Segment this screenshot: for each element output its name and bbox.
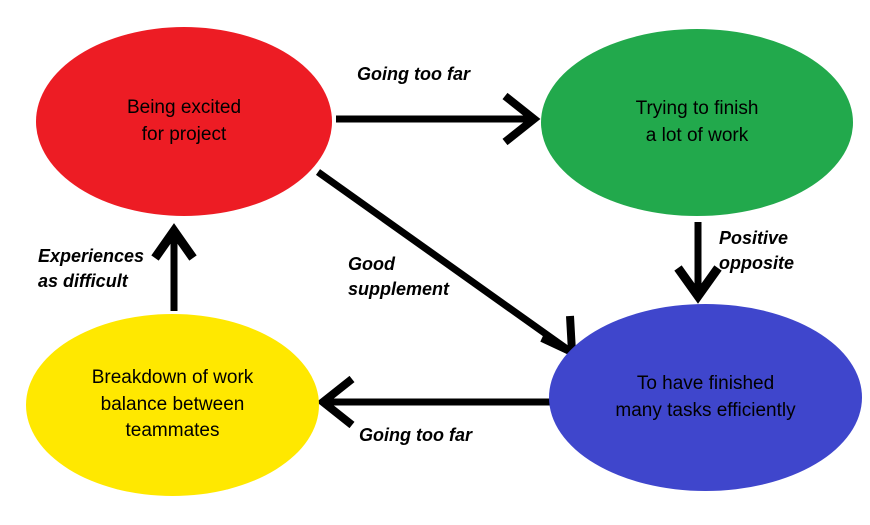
node-label: To have finished many tasks efficiently: [615, 372, 796, 421]
arrow-finished-to-breakdown: [316, 375, 553, 429]
edge-label-excited-to-trying: Going too far: [357, 64, 470, 84]
edge-label-trying-to-finished: Positive opposite: [719, 228, 794, 273]
arrow-excited-to-trying: [336, 92, 541, 146]
node-to-have-finished-many-tasks[interactable]: To have finished many tasks efficiently: [549, 304, 862, 491]
node-being-excited-for-project[interactable]: Being excited for project: [36, 27, 332, 216]
node-label: Being excited for project: [126, 96, 242, 145]
node-breakdown-of-work-balance[interactable]: Breakdown of work balance between teamma…: [26, 314, 319, 496]
arrow-trying-to-finished: [674, 222, 722, 304]
edge-label-finished-to-breakdown: Going too far: [359, 425, 472, 445]
node-trying-to-finish-a-lot-of-work[interactable]: Trying to finish a lot of work: [541, 29, 853, 216]
node-label: Breakdown of work balance between teamma…: [91, 366, 254, 442]
node-label: Trying to finish a lot of work: [635, 97, 759, 146]
edge-label-excited-to-finished: Good supplement: [348, 254, 450, 299]
arrow-breakdown-to-excited: [151, 223, 197, 311]
edge-label-breakdown-to-excited: Experiences as difficult: [38, 246, 145, 291]
